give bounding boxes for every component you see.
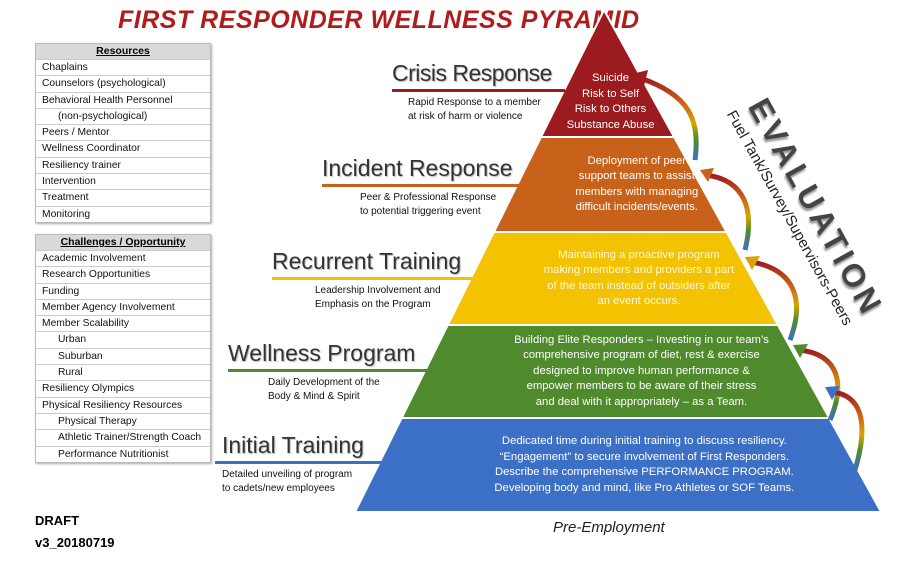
tier-body-line: comprehensive program of diet, rest & ex… [523,349,760,362]
desc-line: to potential triggering event [360,206,481,217]
challenges-header: Challenges / Opportunity [36,235,210,250]
heading-wellness: Wellness Program [228,340,416,366]
heading-initial: Initial Training [222,432,364,458]
list-item: Wellness Coordinator [36,140,210,157]
draft-label: DRAFT [35,513,80,528]
desc-line: to cadets/new employees [222,483,335,494]
tier-body-line: and deal with it appropriately – as a Te… [535,395,748,408]
list-item: Member Agency Involvement [36,298,210,316]
tier-body-line: “Engagement” to secure involvement of Fi… [499,450,790,463]
desc-line: Leadership Involvement and [315,285,441,296]
list-item: Member Scalability [36,315,210,332]
heading-incident: Incident Response [322,155,513,181]
tier-body-line: difficult incidents/events. [575,201,698,213]
tier-body-line: making members and providers a part [543,264,734,276]
list-item: Athletic Trainer/Strength Coach [36,429,210,446]
tier-initial [353,417,883,513]
list-item: Behavioral Health Personnel [36,91,210,108]
tier-body-line: Maintaining a proactive program [558,248,720,261]
desc-line: Body & Mind & Spirit [268,391,360,402]
arrow-heads [632,70,840,400]
desc-crisis: Rapid Response to a member at risk of har… [408,96,541,124]
tier-body-line: members with managing [575,185,699,198]
draft-stamp: DRAFT v3_20180719 [35,510,115,554]
list-item: Suburban [36,347,210,365]
list-item: Physical Therapy [36,412,210,430]
list-item: Urban [36,331,210,348]
desc-initial: Detailed unveiling of program to cadets/n… [222,468,352,496]
tier-body-line: Dedicated time during initial training t… [501,435,787,447]
heading-underline [215,461,400,464]
tier-body-initial: Dedicated time during initial training t… [494,434,794,496]
page-title: FIRST RESPONDER WELLNESS PYRAMID [118,6,640,34]
list-item: Academic Involvement [36,250,210,267]
heading-underline [228,369,450,372]
evaluation-arrows [639,75,865,471]
tier-body-line: Risk to Others [574,103,647,115]
list-item: Peers / Mentor [36,124,210,141]
heading-underline [272,277,500,280]
tier-body-line: Deployment of peer [587,154,687,167]
challenges-table: Challenges / Opportunity Academic Involv… [35,234,211,463]
desc-line: Emphasis on the Program [315,299,431,310]
tier-body-recurrent: Maintaining a proactive program making me… [544,248,734,310]
heading-crisis: Crisis Response [392,60,552,86]
tier-body-line: support teams to assist [578,170,695,182]
arrow-to-incident [705,172,752,251]
desc-line: Peer & Professional Response [360,192,497,203]
list-item: Monitoring [36,205,210,222]
tier-body-line: Substance Abuse [566,118,655,131]
tier-body-line: Describe the comprehensive PERFORMANCE P… [494,466,794,478]
arrow-to-wellness [799,347,841,421]
heading-underline [322,184,540,187]
list-item: Resiliency trainer [36,156,210,174]
list-item: Treatment [36,189,210,206]
heading-recurrent: Recurrent Training [272,248,462,274]
list-item: Intervention [36,173,210,190]
list-item: Rural [36,364,210,381]
desc-line: Daily Development of the [268,377,380,388]
version-label: v3_20180719 [35,535,115,550]
desc-line: at risk of harm or violence [408,111,523,122]
list-item: Chaplains [36,59,210,76]
tier-body-line: empower members to be aware of their str… [526,380,757,393]
desc-line: Rapid Response to a member [408,97,541,108]
list-item: Research Opportunities [36,266,210,283]
list-item: Resiliency Olympics [36,380,210,397]
tier-body-line: Developing body and mind, like Pro Athle… [494,481,795,494]
list-item: Funding [36,282,210,299]
resources-header: Resources [36,44,210,59]
desc-line: Detailed unveiling of program [222,469,353,480]
base-label: Pre-Employment [553,519,665,536]
tier-body-line: Building Elite Responders – Investing in… [514,333,769,346]
tier-body-line: an event occurs. [597,295,681,307]
tier-body-line: designed to improve human performance & [533,364,750,377]
tier-body-line: Risk to Self [581,87,640,100]
arrow-to-recurrent [751,259,800,341]
heading-underline [392,89,565,92]
tier-body-incident: Deployment of peer support teams to assis… [575,154,698,216]
list-item: Counselors (psychological) [36,75,210,92]
arrow-to-initial [831,389,865,471]
list-item: Performance Nutritionist [36,445,210,462]
desc-incident: Peer & Professional Response to potential… [360,191,496,219]
tier-body-line: Suicide [592,72,630,84]
arrow-to-crisis [639,75,699,161]
list-item: Physical Resiliency Resources [36,396,210,413]
tier-body-line: of the team instead of outsiders after [547,279,731,292]
tier-body-wellness: Building Elite Responders – Investing in… [514,333,769,411]
list-item: (non-psychological) [36,107,210,125]
